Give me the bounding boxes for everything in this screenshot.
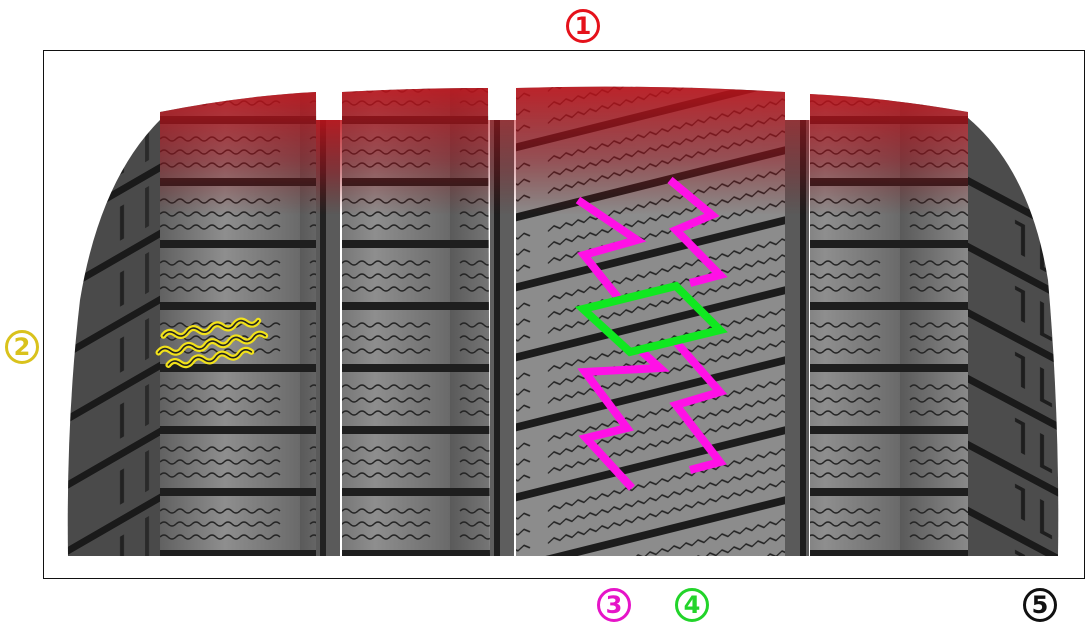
green-block-highlight	[574, 281, 728, 357]
callout-1: 1	[566, 9, 600, 43]
diagram-frame	[43, 50, 1085, 579]
left-shoulder	[67, 120, 160, 556]
magenta-zigzag-highlight	[575, 176, 728, 491]
callout-2: 2	[5, 330, 39, 364]
red-tint-region	[160, 86, 968, 216]
callout-4: 4	[675, 588, 709, 622]
yellow-sipes-highlight	[155, 317, 269, 369]
right-shoulder	[968, 118, 1059, 556]
callout-5: 5	[1023, 588, 1057, 622]
callout-3: 3	[597, 588, 631, 622]
